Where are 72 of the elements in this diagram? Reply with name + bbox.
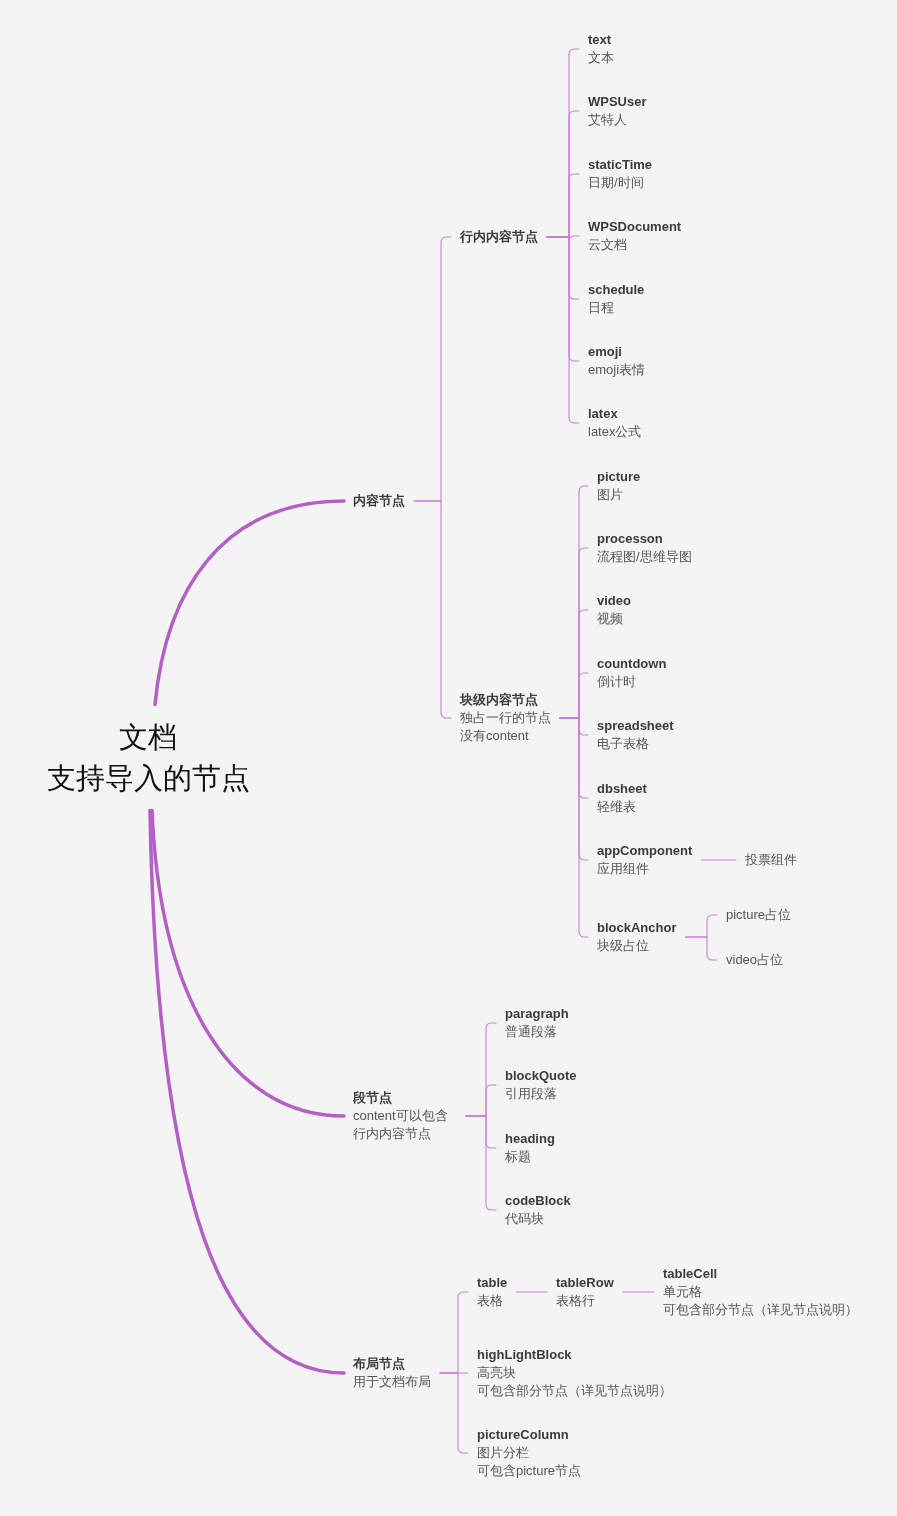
topic-title: video (597, 592, 631, 610)
topic-note: 日程 (588, 299, 615, 317)
central-topic: 支持导入的节点 (46, 760, 250, 796)
topic-title: paragraph (505, 1005, 569, 1023)
topic-title: highLightBlock (477, 1346, 573, 1364)
branch-line (515, 1291, 548, 1293)
topic-note: picture占位 (726, 906, 792, 924)
topic-note: 文本 (588, 49, 614, 67)
topic-title: blockQuote (505, 1067, 577, 1085)
topic-title: emoji (588, 343, 623, 361)
topic-title: 段节点 (353, 1089, 393, 1107)
topic-note: content可以包含行内内容节点 (353, 1107, 449, 1143)
topic-note: 表格 (477, 1292, 504, 1310)
branch-line (153, 499, 346, 707)
topic-note: 轻维表 (597, 798, 637, 816)
topic-title: 块级内容节点 (460, 691, 539, 709)
topic-title: picture (597, 468, 641, 486)
topic-note: latex公式 (588, 423, 642, 441)
topic-title: processon (597, 530, 664, 548)
branch-line (150, 808, 346, 1118)
topic-title: table (477, 1274, 508, 1292)
topic-note: 表格行 (556, 1292, 596, 1310)
topic-title: appComponent (597, 842, 693, 860)
topic-title: codeBlock (505, 1192, 571, 1210)
topic-title: latex (588, 405, 619, 423)
topic-note: 独占一行的节点 (460, 709, 551, 727)
central-topic: 文档 (118, 719, 178, 755)
topic-title: blockAnchor (597, 919, 677, 937)
topic-note: video占位 (726, 951, 784, 969)
topic-note: 投票组件 (745, 851, 797, 869)
topic-note: 高亮块 (477, 1364, 517, 1382)
topic-note: 可包含部分节点（详见节点说明） (477, 1382, 672, 1400)
topic-title: WPSUser (588, 93, 647, 111)
topic-note: 图片分栏 (477, 1444, 530, 1462)
branch-line (148, 808, 346, 1375)
topic-note: 标题 (505, 1148, 532, 1166)
topic-title: text (588, 31, 613, 49)
topic-title: 行内内容节点 (460, 228, 538, 246)
topic-title: tableCell (663, 1265, 719, 1283)
topic-note: 电子表格 (597, 735, 650, 753)
topic-note: 普通段落 (505, 1023, 558, 1041)
topic-note: 应用组件 (597, 860, 650, 878)
topic-title: 内容节点 (353, 492, 405, 510)
topic-note: 倒计时 (597, 673, 637, 691)
branch-line (684, 936, 718, 961)
topic-title: spreadsheet (597, 717, 674, 735)
topic-note: 代码块 (505, 1210, 545, 1228)
topic-title: WPSDocument (588, 218, 682, 236)
topic-title: countdown (597, 655, 667, 673)
topic-title: pictureColumn (477, 1426, 570, 1444)
topic-note: 流程图/思维导图 (597, 548, 692, 566)
topic-note: 图片 (597, 486, 624, 504)
topic-title: dbsheet (597, 780, 647, 798)
branch-line (622, 1291, 655, 1293)
topic-note: 块级占位 (597, 937, 650, 955)
topic-note: 日期/时间 (588, 174, 645, 192)
topic-note: 没有content (460, 727, 530, 745)
topic-note: emoji表情 (588, 361, 646, 379)
topic-title: 布局节点 (353, 1355, 406, 1373)
topic-title: schedule (588, 281, 645, 299)
topic-note: 视频 (597, 610, 624, 628)
topic-title: tableRow (556, 1274, 614, 1292)
topic-note: 引用段落 (505, 1085, 558, 1103)
topic-note: 可包含部分节点（详见节点说明） (663, 1301, 858, 1319)
topic-note: 艾特人 (588, 111, 628, 129)
topic-note: 可包含picture节点 (477, 1462, 582, 1480)
topic-title: staticTime (588, 156, 653, 174)
topic-title: heading (505, 1130, 555, 1148)
topic-note: 单元格 (663, 1283, 703, 1301)
topic-note: 云文档 (588, 236, 628, 254)
branch-line (700, 859, 737, 861)
topic-note: 用于文档布局 (353, 1373, 431, 1391)
